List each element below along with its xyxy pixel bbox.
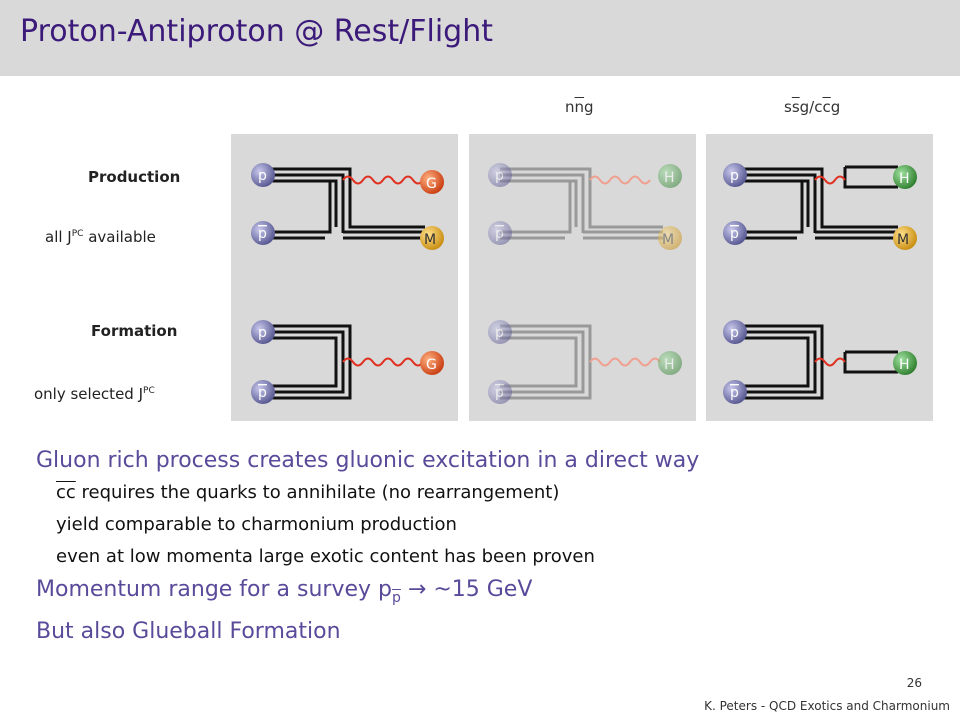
particle-label: H <box>664 170 675 186</box>
diagram-production-gluonic <box>265 167 425 240</box>
bullet-list: Gluon rich process creates gluonic excit… <box>36 444 699 648</box>
particle-pbar-4: p <box>488 380 512 404</box>
particle-label: p <box>258 325 267 341</box>
cc-bar-text: cc <box>56 482 76 503</box>
diagram-production-heavy <box>736 165 898 240</box>
particle-label: p <box>258 226 267 242</box>
particle-pbar-6: p <box>723 380 747 404</box>
particle-label: p <box>495 168 504 184</box>
gluon-line <box>342 357 424 367</box>
bullet-2-suffix: → ~15 GeV <box>400 577 533 602</box>
jpc-superscript: PC <box>143 386 155 396</box>
particle-G-production: G <box>420 170 444 194</box>
bullet-1: Gluon rich process creates gluonic excit… <box>36 448 700 473</box>
particle-label: M <box>897 232 909 248</box>
jpc-superscript: PC <box>71 229 84 239</box>
particle-label: G <box>426 357 437 373</box>
particle-p-6: p <box>723 320 747 344</box>
particle-M-production-1: M <box>420 226 444 250</box>
footer-credit: K. Peters - QCD Exotics and Charmonium <box>704 699 950 713</box>
particle-M-production-3: M <box>893 226 917 250</box>
particle-H-production-heavy: H <box>893 165 917 189</box>
particle-label: p <box>495 325 504 341</box>
particle-p-3: p <box>488 163 512 187</box>
particle-label: p <box>495 226 504 242</box>
particle-label: M <box>662 232 674 248</box>
bullet-2-text: Momentum range for a survey p <box>36 577 393 602</box>
gluon-line <box>814 357 846 367</box>
particle-p-5: p <box>723 163 747 187</box>
gluon-line <box>342 175 434 185</box>
particle-label: G <box>426 176 437 192</box>
diagram-production-light <box>500 167 663 240</box>
row-note-production-text: all J <box>45 228 72 246</box>
particle-pbar-2: p <box>251 380 275 404</box>
gluon-line <box>589 175 651 185</box>
row-note-formation-text: only selected J <box>34 385 144 403</box>
row-label-formation: Formation <box>91 322 178 340</box>
title-bar <box>0 0 960 76</box>
particle-H-formation-heavy: H <box>893 351 917 375</box>
slide-title: Proton-Antiproton @ Rest/Flight <box>20 14 493 49</box>
diagram-formation-light <box>500 324 592 400</box>
bullet-1-sub-1: cc requires the quarks to annihilate (no… <box>36 477 699 509</box>
particle-p-1: p <box>251 163 275 187</box>
particle-label: p <box>258 168 267 184</box>
particle-H-formation-light: H <box>658 351 682 375</box>
feynman-diagrams: p p G M p p G p p H M p p H p p H M p p <box>251 163 917 404</box>
bullet-1-sub-2: yield comparable to charmonium productio… <box>56 514 457 535</box>
bullet-1-sub-1-text: requires the quarks to annihilate (no re… <box>75 482 560 503</box>
bullet-1-sub-3: even at low momenta large exotic content… <box>56 546 595 567</box>
row-note-production: all JPC available <box>45 228 156 246</box>
particle-label: H <box>899 171 910 187</box>
particle-pbar-3: p <box>488 221 512 245</box>
row-note-formation: only selected JPC <box>34 385 155 403</box>
particle-p-2: p <box>251 320 275 344</box>
row-label-production: Production <box>88 168 181 186</box>
particle-label: p <box>730 385 739 401</box>
particle-label: p <box>730 168 739 184</box>
column-label-nng: nng <box>565 98 594 116</box>
particle-label: H <box>899 357 910 373</box>
pbar-subscript: p <box>392 590 401 606</box>
row-note-production-suffix: available <box>83 228 156 246</box>
diagram-formation-heavy <box>736 324 898 400</box>
bullet-3: But also Glueball Formation <box>36 619 341 644</box>
particle-label: p <box>495 385 504 401</box>
particle-label: p <box>730 226 739 242</box>
particle-label: H <box>664 357 675 373</box>
gluon-line <box>589 357 661 367</box>
column-label-nng-text: nng <box>565 98 594 116</box>
particle-p-4: p <box>488 320 512 344</box>
particle-pbar-1: p <box>251 221 275 245</box>
particle-H-production-light: H <box>658 164 682 188</box>
column-label-ssg-ccg: ssg/ccg <box>784 98 840 116</box>
particle-label: M <box>424 232 436 248</box>
column-label-ssg-ccg-text: ssg/ccg <box>784 98 841 116</box>
page-number: 26 <box>906 676 922 690</box>
particle-G-formation: G <box>420 351 444 375</box>
particle-label: p <box>258 385 267 401</box>
bullet-2: Momentum range for a survey pp → ~15 GeV <box>36 573 699 615</box>
particle-label: p <box>730 325 739 341</box>
diagram-formation-gluonic <box>265 324 352 400</box>
particle-M-production-2: M <box>658 226 682 250</box>
gluon-line <box>814 175 846 185</box>
particle-pbar-5: p <box>723 221 747 245</box>
